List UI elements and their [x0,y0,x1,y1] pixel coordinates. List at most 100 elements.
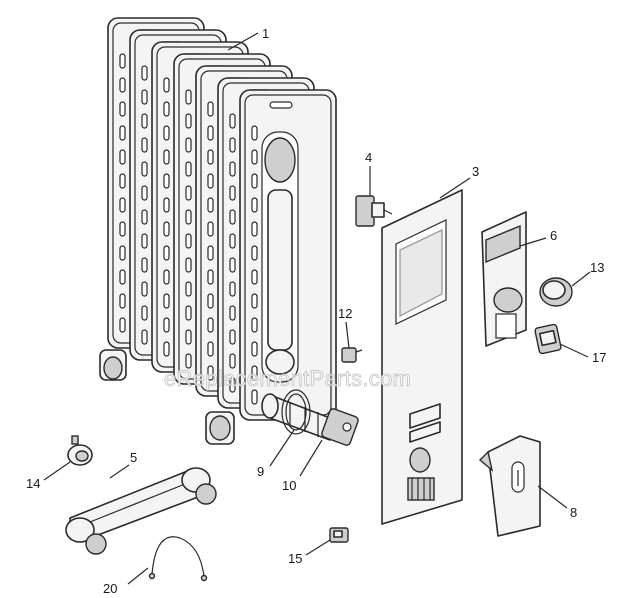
callout-4: 4 [365,150,372,165]
fin-slot [185,137,192,153]
fin-slot [141,89,148,105]
fin-slot [251,317,258,333]
callout-10: 10 [282,478,296,493]
fin-slot [251,173,258,189]
fin-slot [229,113,236,129]
control-knob [539,277,573,307]
fin-slot [251,269,258,285]
fin-slot [119,125,126,141]
u-bolt [148,536,208,582]
fin-slot [229,329,236,345]
fin-slot [207,245,214,261]
callout-9: 9 [257,464,264,479]
fin-slot [163,197,170,213]
fin-slot [141,329,148,345]
fin-slot [119,293,126,309]
rocker-switch [534,323,562,355]
fin-slot [163,173,170,189]
fin-slot [119,221,126,237]
leader-3 [439,177,471,199]
fin-slot [207,149,214,165]
fin-slot [119,197,126,213]
fin-slot [207,221,214,237]
panel-vent [407,477,435,501]
fin-slot [185,281,192,297]
callout-5: 5 [130,450,137,465]
fin-slot [207,317,214,333]
fin-slot [163,125,170,141]
leader-12 [345,321,350,349]
fin-slot [141,161,148,177]
fin-slot [185,353,192,369]
fin-slot [119,77,126,93]
leader-20 [127,567,149,585]
fin-slot [251,365,258,381]
fin-slot [185,209,192,225]
fin-slot [141,113,148,129]
fin-slot [119,101,126,117]
fin-slot [185,89,192,105]
fin-slot [163,269,170,285]
fin-slot [141,281,148,297]
fin-slot [141,233,148,249]
fin-slot [207,365,214,381]
fin-slot [229,353,236,369]
fin-slot [207,101,214,117]
fin-slot [163,77,170,93]
fin-slot [251,245,258,261]
fin-slot [251,125,258,141]
control-housing [481,211,527,347]
fin-slot [119,149,126,165]
leader-17 [559,343,589,358]
watermark: eReplacementParts.com [164,366,411,391]
fin-slot [251,197,258,213]
leader-6 [519,237,547,247]
fin-slot [229,161,236,177]
fin-slot [119,53,126,69]
fin-slot [229,185,236,201]
leader-lines [43,32,591,585]
fin-front-detail [261,131,299,383]
fin-slot [185,233,192,249]
fin-slot [229,137,236,153]
fin-slot [185,113,192,129]
fin-slot [229,209,236,225]
fin-slot [229,377,236,393]
fin-slot [141,209,148,225]
fin-slot [119,245,126,261]
fin-slot [141,305,148,321]
thermostat-switch [355,195,393,227]
callout-8: 8 [570,505,577,520]
thermal-fuse [341,347,363,363]
callout-14: 14 [26,476,40,491]
fin-slot [207,341,214,357]
fin-slot [229,305,236,321]
fin-slot [141,185,148,201]
callout-20: 20 [103,581,117,596]
fin-slot [163,245,170,261]
leader-15 [305,539,331,556]
fin-slot [163,221,170,237]
fin-slot [185,329,192,345]
fin-slot [207,197,214,213]
fin-slot [185,185,192,201]
fin-slot [185,161,192,177]
fin-slot [251,389,258,405]
fin-slot [251,221,258,237]
callout-1: 1 [262,26,269,41]
fin-slot [163,341,170,357]
fin-slot [119,173,126,189]
fin-slot [141,257,148,273]
callout-12: 12 [338,306,352,321]
fin-slot [141,137,148,153]
leader-13 [571,271,591,287]
fin-slot [207,173,214,189]
radiator-feet [99,349,235,445]
callout-15: 15 [288,551,302,566]
leader-1 [227,32,259,51]
fin-slot [207,269,214,285]
fin-slot [229,281,236,297]
fin-slot [163,149,170,165]
leader-5 [109,464,130,479]
